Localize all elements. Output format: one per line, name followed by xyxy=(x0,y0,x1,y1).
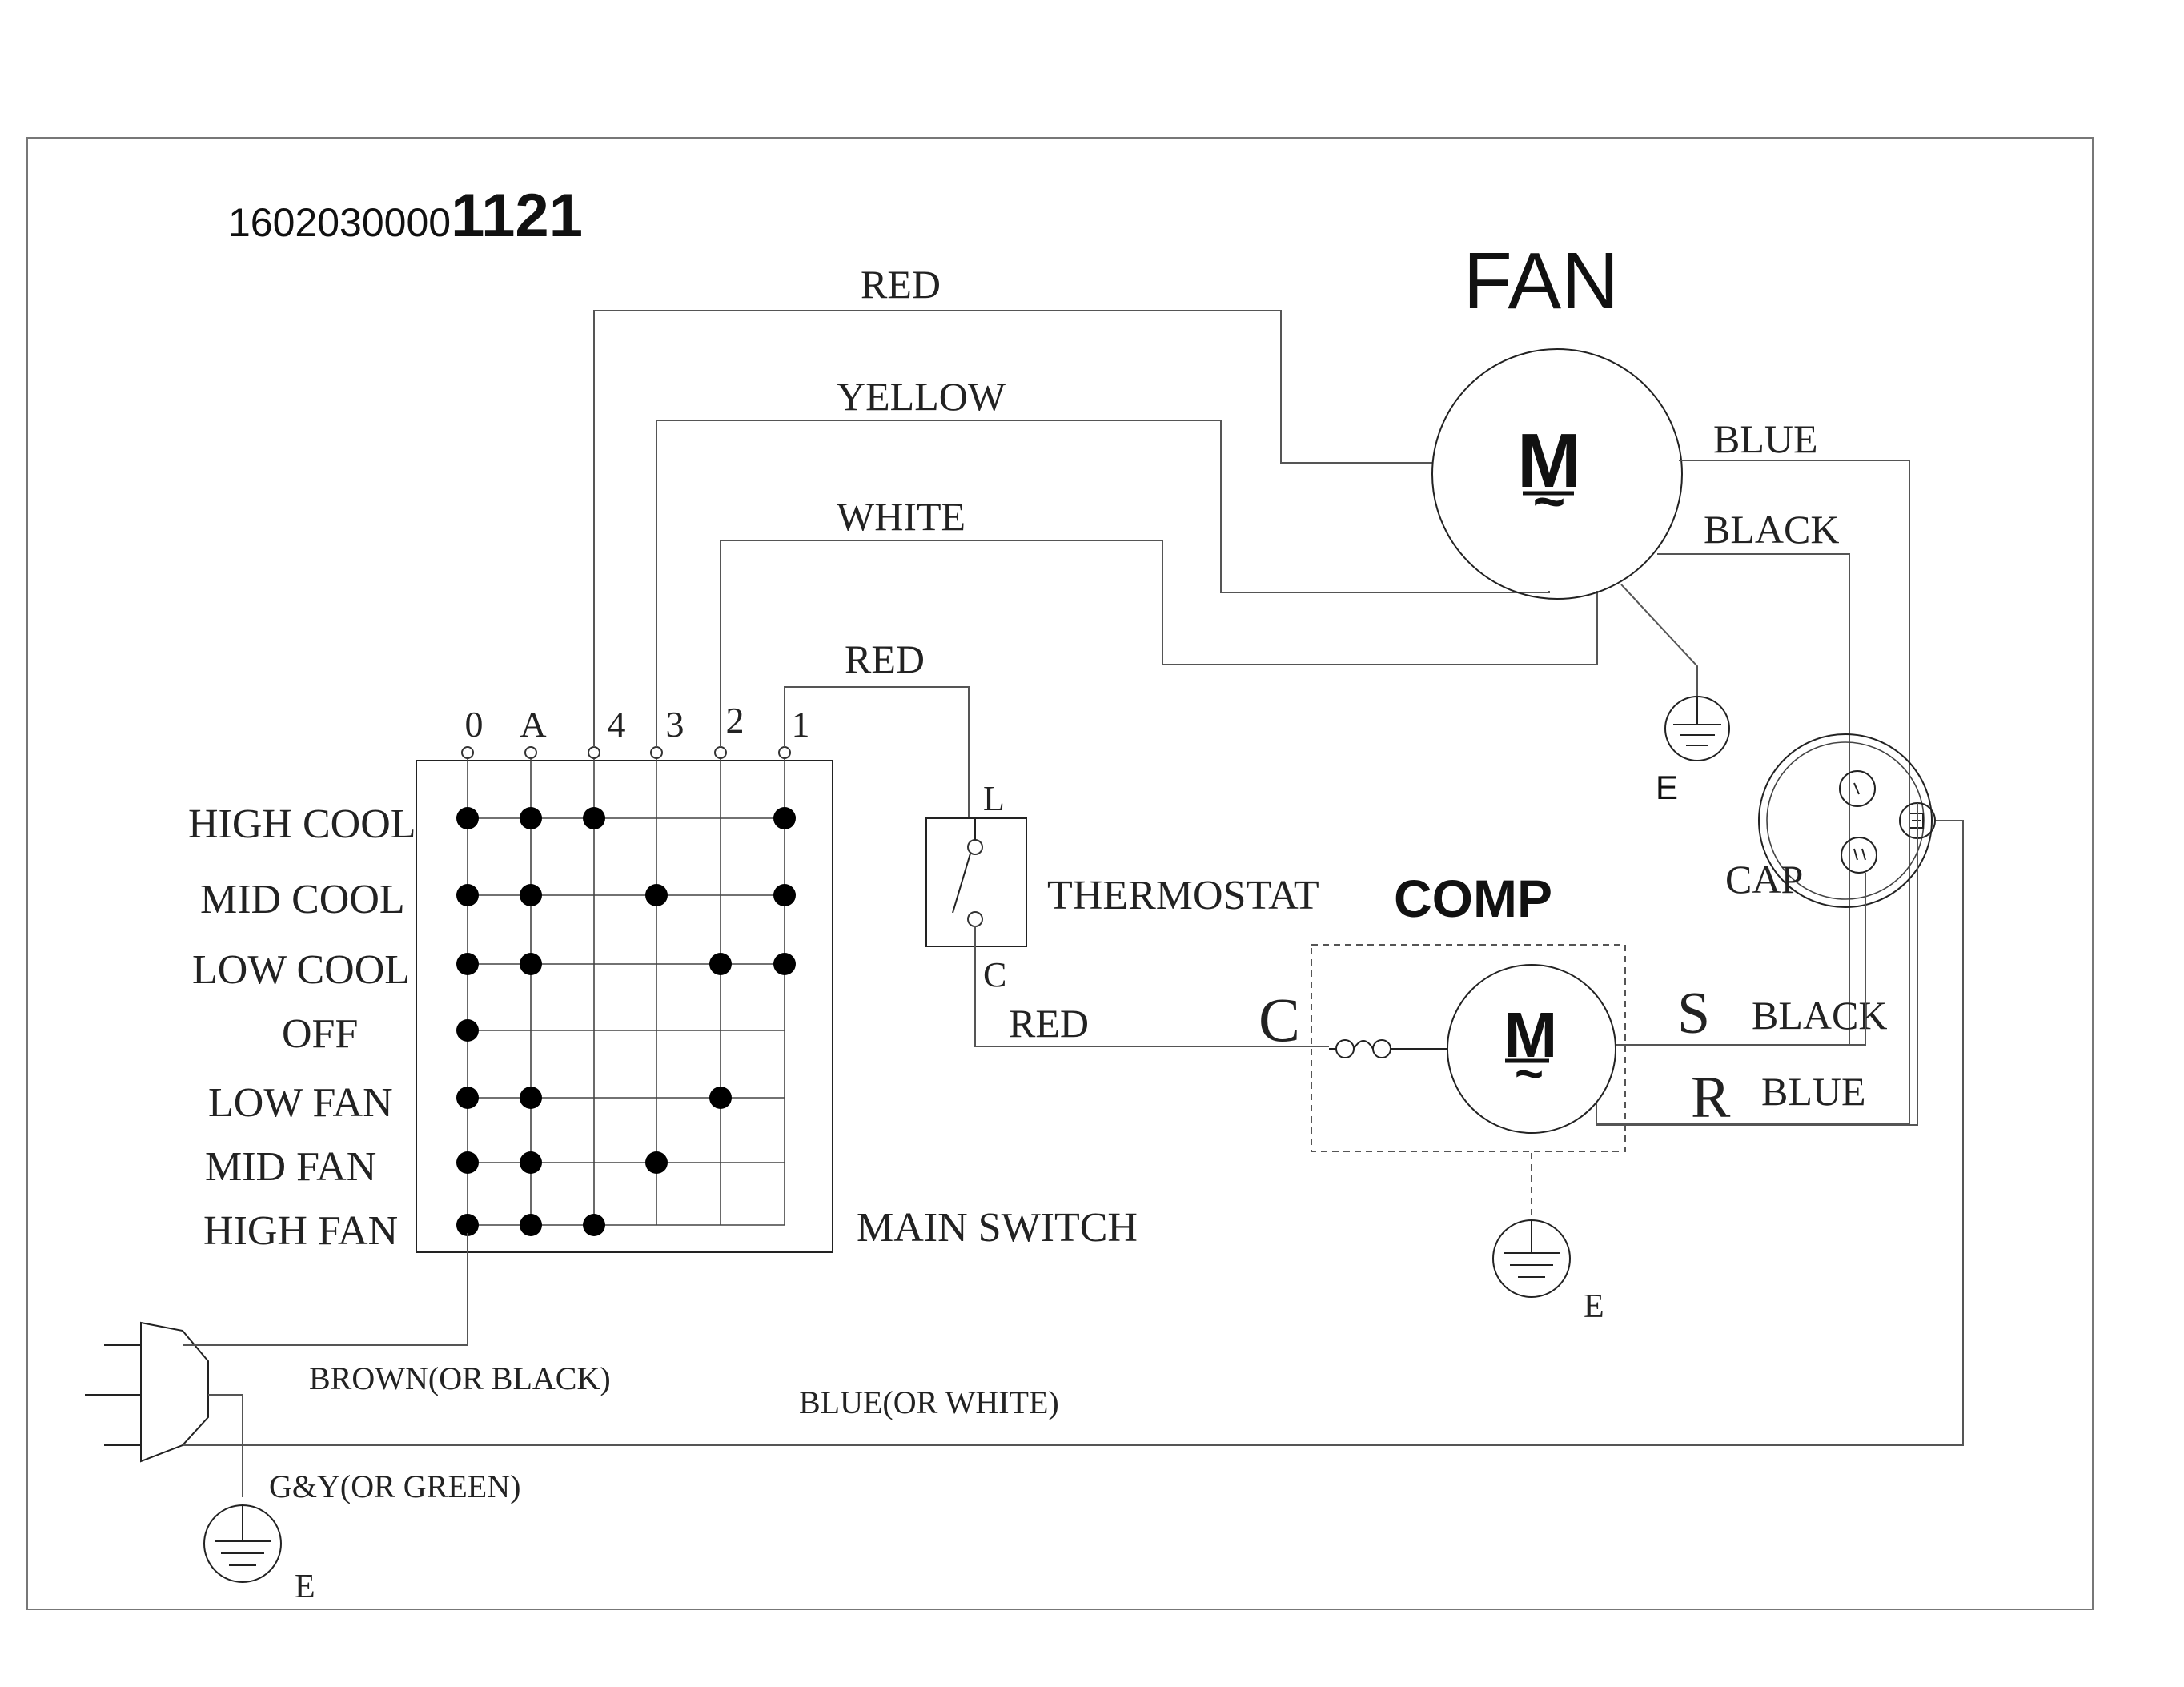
overload-right xyxy=(1372,1039,1391,1058)
fan-title: FAN xyxy=(1463,236,1619,326)
compressor-motor-symbol: M xyxy=(1504,999,1558,1070)
mains-wires xyxy=(183,820,1964,1497)
switch-terminal-4: 4 xyxy=(608,704,626,745)
wire-comp-r xyxy=(1596,803,1918,1126)
compressor-motor-tilde: ~ xyxy=(1515,1046,1544,1102)
compressor-ground-symbol xyxy=(1492,1219,1571,1298)
compressor: M ~ xyxy=(1311,944,1626,1152)
wire-red-thermostat xyxy=(784,686,970,817)
switch-horizontal-lines xyxy=(468,817,785,1226)
label-yellow: YELLOW xyxy=(837,374,1006,419)
fan-motor: M ~ xyxy=(1431,348,1683,600)
wire-comp-s xyxy=(1616,873,1866,1046)
thermostat-terminal-l: L xyxy=(983,779,1005,818)
diagram-frame xyxy=(26,137,2094,1610)
label-green: G&Y(OR GREEN) xyxy=(269,1468,520,1504)
label-brown: BROWN(OR BLACK) xyxy=(309,1360,611,1396)
switch-position-high-fan: HIGH FAN xyxy=(203,1208,398,1254)
wire-blue-white xyxy=(183,820,1964,1446)
switch-contact-dots xyxy=(456,807,796,1236)
switch-terminal-2: 2 xyxy=(726,700,745,741)
wire-green xyxy=(208,1394,243,1497)
comp-terminal-r: R xyxy=(1691,1065,1731,1131)
wire-fan-black xyxy=(1657,553,1850,1046)
wire-white xyxy=(720,540,1598,747)
wire-fan-ground xyxy=(1620,584,1698,697)
fan-motor-tilde: ~ xyxy=(1533,470,1566,532)
capacitor-terminal-fan xyxy=(1839,770,1876,807)
thermostat xyxy=(925,817,1027,947)
comp-terminal-c: C xyxy=(1259,985,1300,1054)
thermostat-box xyxy=(925,817,1027,947)
mains-ground-symbol xyxy=(203,1504,282,1583)
switch-position-low-fan: LOW FAN xyxy=(208,1080,393,1126)
wire-fan-blue xyxy=(1596,460,1910,1124)
plug-body xyxy=(140,1321,209,1463)
fan-motor-circle xyxy=(1431,348,1683,600)
capacitor-outer xyxy=(1758,733,1933,908)
mains-ground-label: E xyxy=(295,1569,315,1605)
fan-wires xyxy=(593,310,1598,817)
switch-terminal-a: A xyxy=(520,704,546,745)
switch-terminal-nodes xyxy=(461,746,791,759)
fan-ground-label: E xyxy=(1656,769,1678,806)
label-red-top: RED xyxy=(861,262,941,307)
wire-brown xyxy=(183,1233,468,1346)
overload-left xyxy=(1335,1039,1355,1058)
main-switch-label: MAIN SWITCH xyxy=(857,1205,1138,1251)
switch-terminal-3: 3 xyxy=(666,704,685,745)
label-fan-blue: BLUE xyxy=(1713,416,1818,461)
switch-position-off: OFF xyxy=(282,1011,358,1057)
thermostat-terminal-c: C xyxy=(983,955,1006,994)
label-red-comp: RED xyxy=(1009,1001,1089,1046)
wire-red-top xyxy=(593,310,1433,747)
wire-yellow xyxy=(656,420,1550,747)
comp-terminal-s: S xyxy=(1677,981,1710,1046)
label-white: WHITE xyxy=(837,494,966,539)
part-number: 16020300001121 xyxy=(228,182,583,250)
switch-terminal-1: 1 xyxy=(792,704,810,745)
compressor-ground-label: E xyxy=(1584,1288,1604,1325)
thermostat-label: THERMOSTAT xyxy=(1047,873,1319,918)
compressor-housing xyxy=(1311,944,1626,1152)
switch-terminal-0: 0 xyxy=(465,704,484,745)
main-switch: 0 A 4 3 2 1 HIGH COOL MID COOL LOW COOL … xyxy=(188,700,1138,1254)
fan-ground-symbol xyxy=(1664,696,1730,761)
label-comp-blue: BLUE xyxy=(1761,1069,1866,1114)
compressor-output-wires xyxy=(1531,803,1918,1217)
compressor-motor-circle xyxy=(1447,964,1616,1134)
fan-motor-symbol: M xyxy=(1517,418,1581,504)
switch-position-low-cool: LOW COOL xyxy=(192,947,410,993)
comp-title: COMP xyxy=(1394,869,1552,928)
switch-position-mid-cool: MID COOL xyxy=(200,877,405,922)
power-plug xyxy=(85,1321,209,1463)
label-blue-white: BLUE(OR WHITE) xyxy=(799,1384,1059,1420)
main-switch-box xyxy=(416,760,833,1253)
label-fan-black: BLACK xyxy=(1704,507,1839,552)
overload-link xyxy=(1353,1040,1374,1050)
cap-label: CAP xyxy=(1725,857,1803,902)
capacitor-terminal-comp xyxy=(1841,837,1877,874)
label-red-thermostat: RED xyxy=(845,637,925,681)
switch-position-high-cool: HIGH COOL xyxy=(188,801,416,847)
switch-position-mid-fan: MID FAN xyxy=(205,1144,376,1190)
wire-red-comp xyxy=(974,926,1329,1047)
label-comp-black: BLACK xyxy=(1752,993,1887,1038)
switch-vertical-lines xyxy=(467,753,785,1225)
